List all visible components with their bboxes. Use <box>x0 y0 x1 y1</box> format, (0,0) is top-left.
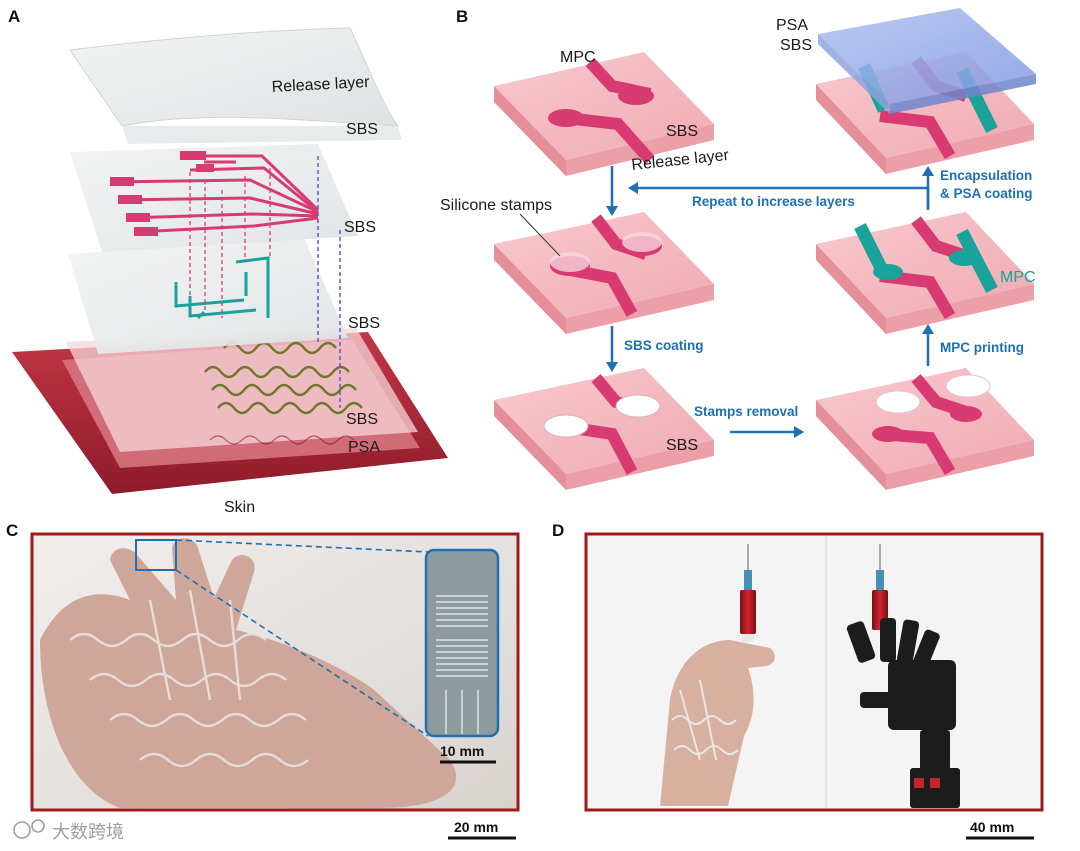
label-sbs-3: SBS <box>348 315 380 332</box>
human-hand <box>660 640 775 806</box>
pink-pads <box>110 151 214 236</box>
slab-step-3 <box>494 368 714 490</box>
step-sbs-coating: SBS coating <box>624 338 704 353</box>
scale-inset-label: 10 mm <box>440 743 484 759</box>
sbs-layer-1 <box>122 126 402 144</box>
panel-a: A <box>8 7 448 516</box>
panel-c: C 10 mm 20 mm <box>6 521 520 840</box>
panel-a-letter: A <box>8 7 20 26</box>
step-encapsulation-2: & PSA coating <box>940 186 1033 201</box>
panel-b: B MPC SBS Release layer Silicon <box>440 7 1036 490</box>
label-silicone-stamps: Silicone stamps <box>440 197 552 214</box>
slab-step-6 <box>816 8 1036 174</box>
arrow-repeat <box>634 186 930 208</box>
robot-hand <box>846 618 960 808</box>
watermark-logo-icon <box>13 821 31 839</box>
label-sbs-2: SBS <box>344 219 376 236</box>
zoom-highlight-box <box>135 539 177 571</box>
serpentine-electrode <box>204 341 363 415</box>
label-release-layer: Release layer <box>271 74 370 96</box>
label-sbs-coated: SBS <box>666 437 698 454</box>
release-layer <box>69 27 399 127</box>
hand-with-e-skin <box>40 538 457 808</box>
step-encapsulation-1: Encapsulation <box>940 168 1032 183</box>
label-sbs-4: SBS <box>346 411 378 428</box>
scale-c-label: 20 mm <box>454 819 498 835</box>
panel-b-letter: B <box>456 7 468 26</box>
slab-step-5 <box>816 212 1034 334</box>
slab-step-1 <box>494 52 714 176</box>
slab-step-4 <box>816 368 1034 490</box>
stamps-pointer <box>519 213 561 257</box>
syringe-left <box>740 544 756 642</box>
watermark: 大数跨境 <box>13 819 124 843</box>
teal-traces <box>174 256 270 320</box>
sbs-layer-3 <box>68 238 348 354</box>
scale-d-label: 40 mm <box>970 819 1014 835</box>
label-sbs-b-top: SBS <box>780 37 812 54</box>
label-sbs-1: SBS <box>346 121 378 138</box>
panel-d: D <box>552 521 1044 840</box>
label-mpc-teal: MPC <box>1000 269 1036 286</box>
label-psa: PSA <box>348 439 380 456</box>
label-mpc-top: MPC <box>560 49 596 66</box>
psa-serpentine <box>209 435 355 445</box>
pink-electrodes <box>111 154 320 234</box>
panel-d-letter: D <box>552 521 564 540</box>
watermark-text: 大数跨境 <box>52 822 124 843</box>
slab-step-2 <box>494 212 714 334</box>
via-connectors <box>189 156 341 408</box>
inset-photo <box>424 548 500 738</box>
step-repeat: Repeat to increase layers <box>692 194 855 209</box>
step-mpc-printing: MPC printing <box>940 340 1024 355</box>
photo-d-frame <box>584 532 1044 812</box>
panel-c-letter: C <box>6 521 18 540</box>
label-sbs-b1: SBS <box>666 123 698 140</box>
label-skin: Skin <box>224 499 255 516</box>
step-stamps-removal: Stamps removal <box>694 404 798 419</box>
sbs-layer-4 <box>66 328 418 452</box>
zoom-lines <box>175 539 429 737</box>
label-psa-b: PSA <box>776 17 808 34</box>
hand-e-skin-traces <box>671 679 739 761</box>
